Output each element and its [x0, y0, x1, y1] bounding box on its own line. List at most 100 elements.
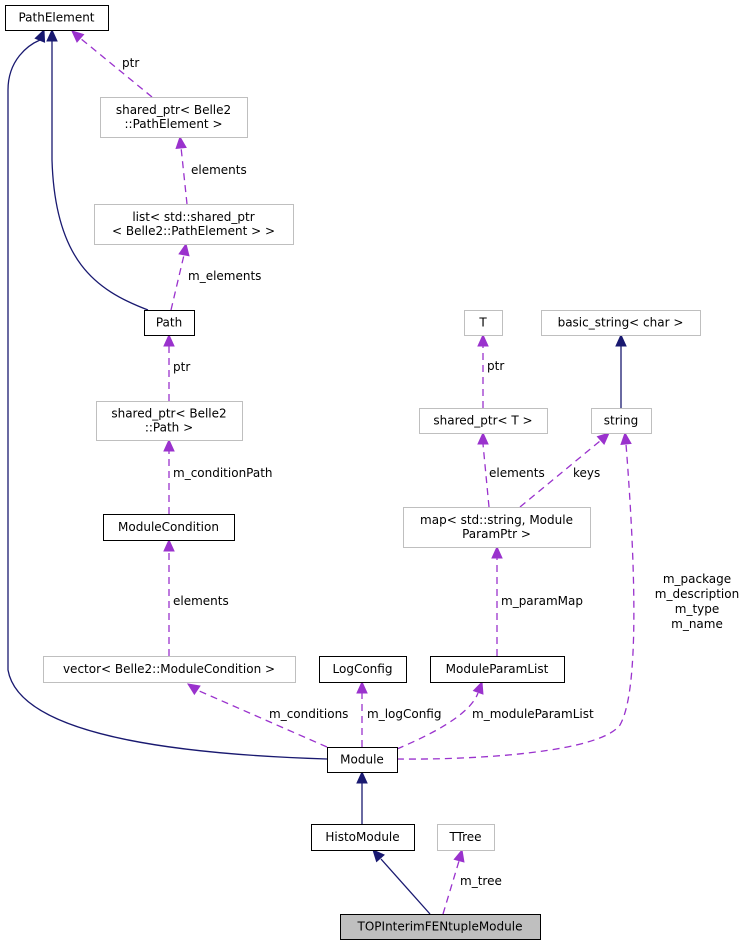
usage-line — [519, 440, 601, 508]
arrowhead-icon — [163, 438, 175, 452]
edge-label: ptr — [122, 56, 139, 70]
node-label: TOPInterimFENtupleModule — [357, 920, 523, 934]
arrowhead-icon — [46, 28, 58, 42]
edge-label: elements — [191, 163, 247, 177]
edge-label: m_tree — [460, 874, 502, 888]
node-box — [419, 408, 548, 434]
node-label: TTree — [448, 830, 481, 844]
edge-label: m_moduleParamList — [472, 707, 594, 721]
node-path[interactable]: Path — [144, 310, 195, 336]
node-log-config[interactable]: LogConfig — [319, 656, 407, 683]
arrowhead-icon — [71, 30, 85, 43]
arrowhead-icon — [186, 683, 201, 696]
node-box — [437, 824, 495, 851]
node-histo-module[interactable]: HistoModule — [311, 824, 415, 851]
inheritance-line — [51, 40, 149, 311]
node-path-element[interactable]: PathElement — [5, 5, 109, 31]
arrowhead-icon — [356, 680, 368, 694]
node-module[interactable]: Module — [327, 747, 398, 773]
node-label: list< std::shared_ptr — [132, 210, 254, 224]
arrowhead-icon — [477, 431, 489, 445]
edge-label: m_description — [655, 587, 739, 601]
node-box — [103, 514, 235, 541]
arrowhead-icon — [472, 680, 484, 695]
edge-label: keys — [573, 466, 600, 480]
arrowhead-icon — [34, 28, 46, 43]
edge-shared-ptr-path-element-to-path-element: ptr — [71, 30, 153, 98]
usage-line — [396, 443, 635, 760]
node-label: ModuleParamList — [446, 662, 549, 676]
inheritance-line — [380, 858, 431, 915]
node-label: HistoModule — [325, 830, 399, 844]
usage-line — [442, 860, 460, 915]
node-label: PathElement — [18, 11, 94, 25]
node-label: map< std::string, Module — [420, 513, 573, 527]
edge-shared-ptr-t-to-t: ptr — [477, 333, 504, 408]
node-box — [591, 408, 652, 434]
arrowhead-icon — [491, 545, 503, 559]
usage-line — [79, 37, 153, 98]
arrowhead-icon — [596, 432, 610, 445]
node-label: shared_ptr< T > — [433, 414, 532, 428]
node-basic-string: basic_string< char > — [541, 310, 701, 336]
arrowhead-icon — [178, 242, 190, 257]
node-label: shared_ptr< Belle2 — [116, 103, 231, 117]
edge-label: elements — [489, 466, 545, 480]
edge-label: m_name — [671, 617, 723, 631]
arrowhead-icon — [453, 848, 465, 863]
edge-path-to-list-shared-ptr: m_elements — [170, 242, 261, 311]
edge-module-to-log-config: m_logConfig — [356, 680, 441, 747]
node-ttree: TTree — [437, 824, 495, 851]
node-box — [340, 914, 541, 940]
usage-line — [482, 443, 490, 508]
node-label: T — [478, 316, 487, 330]
node-label: ::Path > — [145, 421, 193, 435]
node-label: Path — [156, 316, 182, 330]
inheritance-line — [7, 39, 328, 760]
edge-shared-ptr-path-to-path: ptr — [163, 333, 190, 401]
node-t: T — [464, 310, 503, 336]
node-box — [464, 310, 503, 336]
arrowhead-icon — [477, 333, 489, 347]
edge-list-shared-ptr-to-shared-ptr-path-element: elements — [175, 135, 247, 205]
arrowhead-icon — [372, 849, 385, 863]
node-box — [100, 97, 248, 138]
node-box — [96, 401, 243, 441]
node-box — [541, 310, 701, 336]
edge-map-param-to-shared-ptr-t: elements — [477, 431, 545, 508]
edge-map-param-to-string: keys — [519, 432, 610, 508]
edge-histo-module-to-module — [356, 770, 368, 824]
edge-label: ptr — [173, 360, 190, 374]
node-module-param-list[interactable]: ModuleParamList — [430, 656, 565, 683]
edge-top-module-to-histo-module — [372, 849, 431, 915]
edge-label: m_type — [675, 602, 720, 616]
node-box — [430, 656, 565, 683]
node-box — [94, 204, 294, 245]
node-label: shared_ptr< Belle2 — [111, 407, 226, 421]
usage-line — [396, 692, 479, 750]
node-box — [43, 656, 296, 683]
node-shared-ptr-path: shared_ptr< Belle2::Path > — [96, 401, 243, 441]
edge-module-to-module-param-list: m_moduleParamList — [396, 680, 594, 750]
edge-label: elements — [173, 594, 229, 608]
node-box — [319, 656, 407, 683]
arrowhead-icon — [175, 135, 187, 150]
edge-module-to-vector-module-condition: m_conditions — [186, 683, 348, 748]
arrowhead-icon — [615, 333, 627, 347]
node-label: basic_string< char > — [558, 316, 684, 330]
usage-line — [180, 146, 188, 205]
arrowhead-icon — [356, 770, 368, 784]
arrowhead-icon — [163, 538, 175, 552]
node-box — [403, 507, 591, 548]
node-box — [311, 824, 415, 851]
edge-module-condition-to-shared-ptr-path: m_conditionPath — [163, 438, 273, 514]
node-vector-module-condition: vector< Belle2::ModuleCondition > — [43, 656, 296, 683]
node-label: Module — [340, 753, 384, 767]
edge-string-to-basic-string — [615, 333, 627, 408]
edge-label: m_paramMap — [501, 594, 583, 608]
node-module-condition[interactable]: ModuleCondition — [103, 514, 235, 541]
edge-vector-module-condition-to-module-condition: elements — [163, 538, 229, 656]
